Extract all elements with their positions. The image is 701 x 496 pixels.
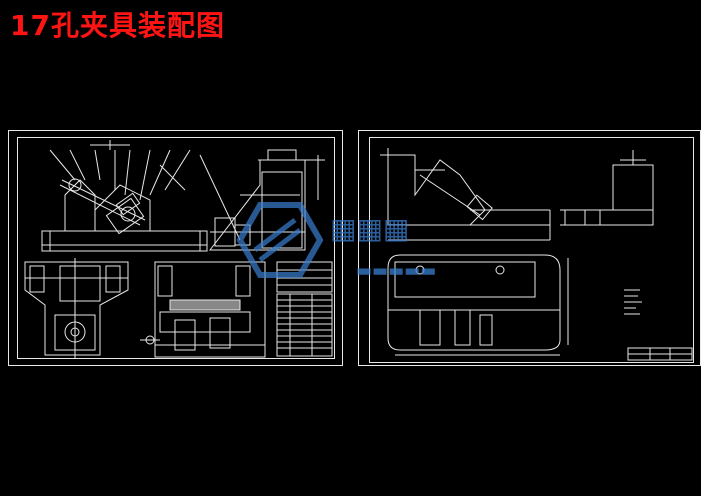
right-notes [624,289,642,315]
left-side-view [199,149,325,251]
page-title: 17孔夹具装配图 [10,9,225,42]
watermark-url-glyph: ▬▬▬▬▬ [356,261,437,281]
left-front-view [41,140,208,252]
right-drawing-border [369,137,694,363]
right-title-block [627,347,693,361]
right-plan-view [387,254,569,356]
right-side-view [560,150,654,226]
left-drawing-sheet [8,130,343,366]
watermark-logo-glyph: ▦▦▦ [330,212,410,245]
left-section-view [140,261,266,358]
left-drawing-border [17,137,335,359]
left-top-view [24,258,129,358]
left-title-block [276,261,333,357]
right-front-view [380,148,551,241]
